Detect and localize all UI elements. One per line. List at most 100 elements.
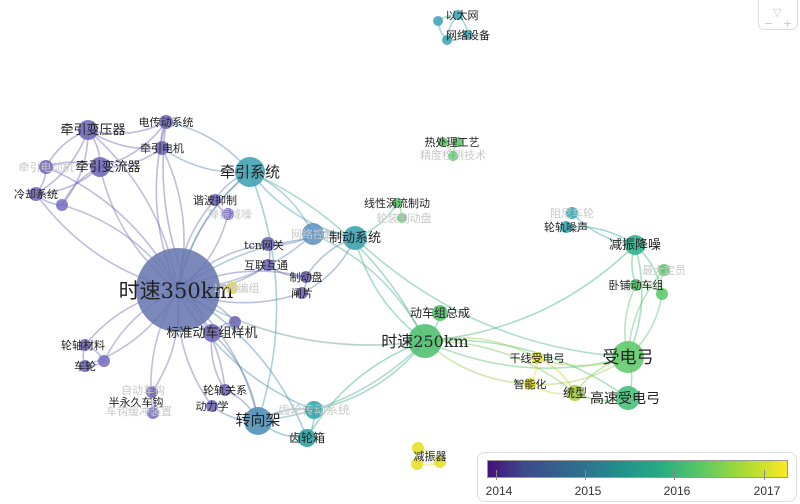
keyword-node[interactable] bbox=[442, 35, 452, 45]
node-label[interactable]: 受电弓 bbox=[603, 348, 654, 368]
node-label[interactable]: 高速受电弓 bbox=[590, 390, 660, 407]
node-label[interactable]: 半永久车钩 bbox=[109, 395, 164, 409]
node-label[interactable]: 自动车钩 bbox=[121, 383, 165, 397]
node-label[interactable]: 谐波抑制 bbox=[193, 193, 237, 207]
node-label[interactable]: tcn网关 bbox=[244, 238, 284, 252]
keyword-node[interactable] bbox=[616, 386, 640, 410]
node-label[interactable]: 制动盘 bbox=[290, 270, 323, 284]
keyword-node[interactable] bbox=[343, 226, 367, 250]
keyword-node[interactable] bbox=[78, 120, 98, 140]
keyword-node[interactable] bbox=[524, 378, 536, 390]
keyword-node[interactable] bbox=[566, 207, 578, 219]
keyword-node[interactable] bbox=[463, 30, 473, 40]
node-label[interactable]: 闸片 bbox=[291, 287, 313, 300]
keyword-node[interactable] bbox=[612, 341, 644, 373]
node-label[interactable]: 牵引变压器 bbox=[60, 122, 125, 138]
node-label[interactable]: 车钩缓冲装置 bbox=[106, 404, 172, 418]
keyword-node[interactable] bbox=[453, 10, 463, 20]
node-label[interactable]: 动力学 bbox=[196, 399, 229, 413]
keyword-node[interactable] bbox=[302, 223, 324, 245]
keyword-node[interactable] bbox=[567, 385, 583, 401]
node-label[interactable]: 以太网 bbox=[446, 9, 479, 22]
keyword-node[interactable] bbox=[432, 305, 448, 321]
keyword-node[interactable] bbox=[244, 407, 272, 435]
keyword-node[interactable] bbox=[90, 157, 110, 177]
node-label[interactable]: 最大定员 bbox=[642, 263, 686, 277]
keyword-node[interactable] bbox=[656, 288, 668, 300]
keyword-node[interactable] bbox=[434, 456, 446, 468]
node-label[interactable]: 牵引系统 bbox=[220, 163, 280, 181]
zoom-out-button[interactable]: − bbox=[764, 17, 774, 30]
node-label[interactable]: 车轮 bbox=[74, 359, 96, 373]
node-label[interactable]: 阻尼车轮 bbox=[550, 206, 594, 220]
keyword-node[interactable] bbox=[159, 115, 173, 129]
keyword-node[interactable] bbox=[226, 282, 238, 294]
keyword-node[interactable] bbox=[630, 279, 642, 291]
keyword-node[interactable] bbox=[262, 259, 274, 271]
node-label[interactable]: 轮装制动盘 bbox=[377, 211, 432, 225]
keyword-node[interactable] bbox=[298, 429, 316, 447]
keyword-node[interactable] bbox=[56, 199, 68, 211]
keyword-node[interactable] bbox=[261, 237, 275, 251]
keyword-node[interactable] bbox=[79, 360, 91, 372]
node-label[interactable]: 精度检测技术 bbox=[420, 148, 486, 162]
keyword-node[interactable] bbox=[79, 339, 91, 351]
node-label[interactable]: 时速350km bbox=[119, 279, 234, 303]
node-label[interactable]: 线性涡流制动 bbox=[364, 196, 430, 210]
keyword-node[interactable] bbox=[203, 324, 221, 342]
node-label[interactable]: 热处理工艺 bbox=[425, 136, 480, 149]
keyword-node[interactable] bbox=[146, 386, 158, 398]
node-label[interactable]: 干线受电弓 bbox=[510, 351, 565, 365]
node-label[interactable]: 轮轨关系 bbox=[203, 383, 247, 397]
keyword-node[interactable] bbox=[448, 151, 458, 161]
keyword-node[interactable] bbox=[136, 248, 220, 332]
keyword-node[interactable] bbox=[392, 198, 402, 208]
node-label[interactable]: 减振降噪 bbox=[609, 238, 661, 253]
keyword-node[interactable] bbox=[453, 137, 463, 147]
keyword-node[interactable] bbox=[411, 458, 423, 470]
keyword-node[interactable] bbox=[305, 401, 323, 419]
keyword-node[interactable] bbox=[300, 271, 312, 283]
node-label[interactable]: 电传动系统 bbox=[139, 116, 194, 129]
node-label[interactable]: 互联互通 bbox=[244, 259, 288, 272]
keyword-node[interactable] bbox=[408, 324, 442, 358]
keyword-node[interactable] bbox=[296, 287, 308, 299]
keyword-node[interactable] bbox=[155, 141, 169, 155]
node-label[interactable]: 齿轮传动系统 bbox=[278, 402, 350, 417]
node-label[interactable]: 标准动车组样机 bbox=[166, 325, 257, 341]
node-label[interactable]: 网络控制 bbox=[291, 227, 335, 241]
node-label[interactable]: 时速250km bbox=[381, 332, 468, 351]
node-label[interactable]: 降振减噪 bbox=[208, 207, 252, 221]
keyword-node[interactable] bbox=[229, 316, 241, 328]
keyword-node[interactable] bbox=[438, 137, 448, 147]
pan-down-icon[interactable]: ▽ bbox=[773, 6, 782, 19]
node-label[interactable]: 17辆编组 bbox=[213, 281, 260, 295]
node-label[interactable]: 牵引变流器 bbox=[75, 159, 140, 175]
node-label[interactable]: 制动系统 bbox=[329, 231, 381, 246]
keyword-node[interactable] bbox=[560, 221, 572, 233]
keyword-node[interactable] bbox=[658, 264, 670, 276]
node-label[interactable]: 减振器 bbox=[414, 449, 447, 463]
keyword-node[interactable] bbox=[397, 213, 407, 223]
keyword-node[interactable] bbox=[39, 160, 53, 174]
keyword-node[interactable] bbox=[625, 235, 645, 255]
keyword-node[interactable] bbox=[29, 187, 43, 201]
keyword-node[interactable] bbox=[206, 400, 218, 412]
keyword-node[interactable] bbox=[98, 355, 110, 367]
node-label[interactable]: 轮轨噪声 bbox=[544, 220, 588, 234]
keyword-node[interactable] bbox=[219, 384, 231, 396]
node-label[interactable]: 牵引电动机 bbox=[19, 160, 74, 174]
keyword-node[interactable] bbox=[209, 194, 221, 206]
node-label[interactable]: 冷却系统 bbox=[14, 188, 58, 201]
keyword-node[interactable] bbox=[412, 442, 424, 454]
node-label[interactable]: 转向架 bbox=[235, 411, 280, 429]
node-label[interactable]: 牵引电机 bbox=[140, 141, 184, 155]
node-label[interactable]: 轮轴材料 bbox=[61, 338, 105, 352]
node-label[interactable]: 统型 bbox=[563, 386, 587, 400]
node-label[interactable]: 智能化 bbox=[514, 377, 547, 391]
keyword-node[interactable] bbox=[531, 352, 543, 364]
node-label[interactable]: 卧铺动车组 bbox=[609, 278, 664, 292]
zoom-in-button[interactable]: + bbox=[783, 17, 793, 30]
